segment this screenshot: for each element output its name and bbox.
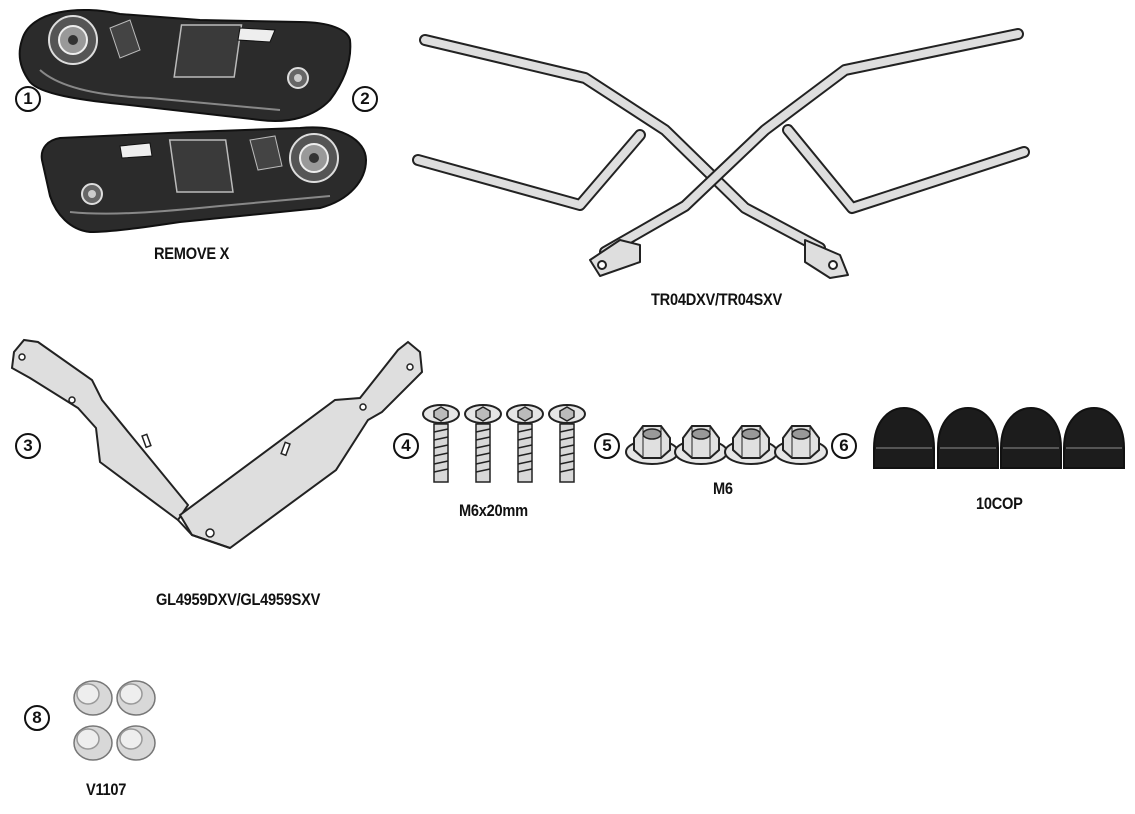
badge-1: 1 (15, 86, 41, 112)
spacer (73, 680, 113, 716)
spacer (116, 725, 156, 761)
flange-nut (625, 425, 679, 465)
screw-set (422, 404, 586, 483)
label-screws: M6x20mm (459, 501, 528, 520)
badge-6: 6 (831, 433, 857, 459)
flange-nut (674, 425, 728, 465)
screw (548, 404, 586, 483)
label-spacers: V1107 (86, 780, 127, 799)
flange-nut (724, 425, 778, 465)
badge-3: 3 (15, 433, 41, 459)
nut-cap (1000, 406, 1062, 469)
cap-set (873, 406, 1125, 469)
flange-nut (774, 425, 828, 465)
screw (464, 404, 502, 483)
cover-part-lower (40, 126, 368, 234)
badge-8: 8 (24, 705, 50, 731)
nut-cap (873, 406, 935, 469)
label-remove: REMOVE X (154, 244, 230, 263)
tubular-frame (412, 28, 1030, 279)
label-nuts: M6 (713, 479, 733, 498)
label-frame: TR04DXV/TR04SXV (651, 290, 783, 309)
nut-set (625, 425, 828, 465)
screw (506, 404, 544, 483)
nut-cap (1063, 406, 1125, 469)
badge-5: 5 (594, 433, 620, 459)
spacer (73, 725, 113, 761)
label-plate: GL4959DXV/GL4959SXV (156, 590, 321, 609)
badge-4: 4 (393, 433, 419, 459)
mounting-plate (10, 338, 424, 550)
badge-2: 2 (352, 86, 378, 112)
cover-part-upper (18, 9, 352, 122)
nut-cap (937, 406, 999, 469)
spacer (116, 680, 156, 716)
spacer-set (73, 680, 156, 761)
screw (422, 404, 460, 483)
label-caps: 10COP (976, 494, 1023, 513)
